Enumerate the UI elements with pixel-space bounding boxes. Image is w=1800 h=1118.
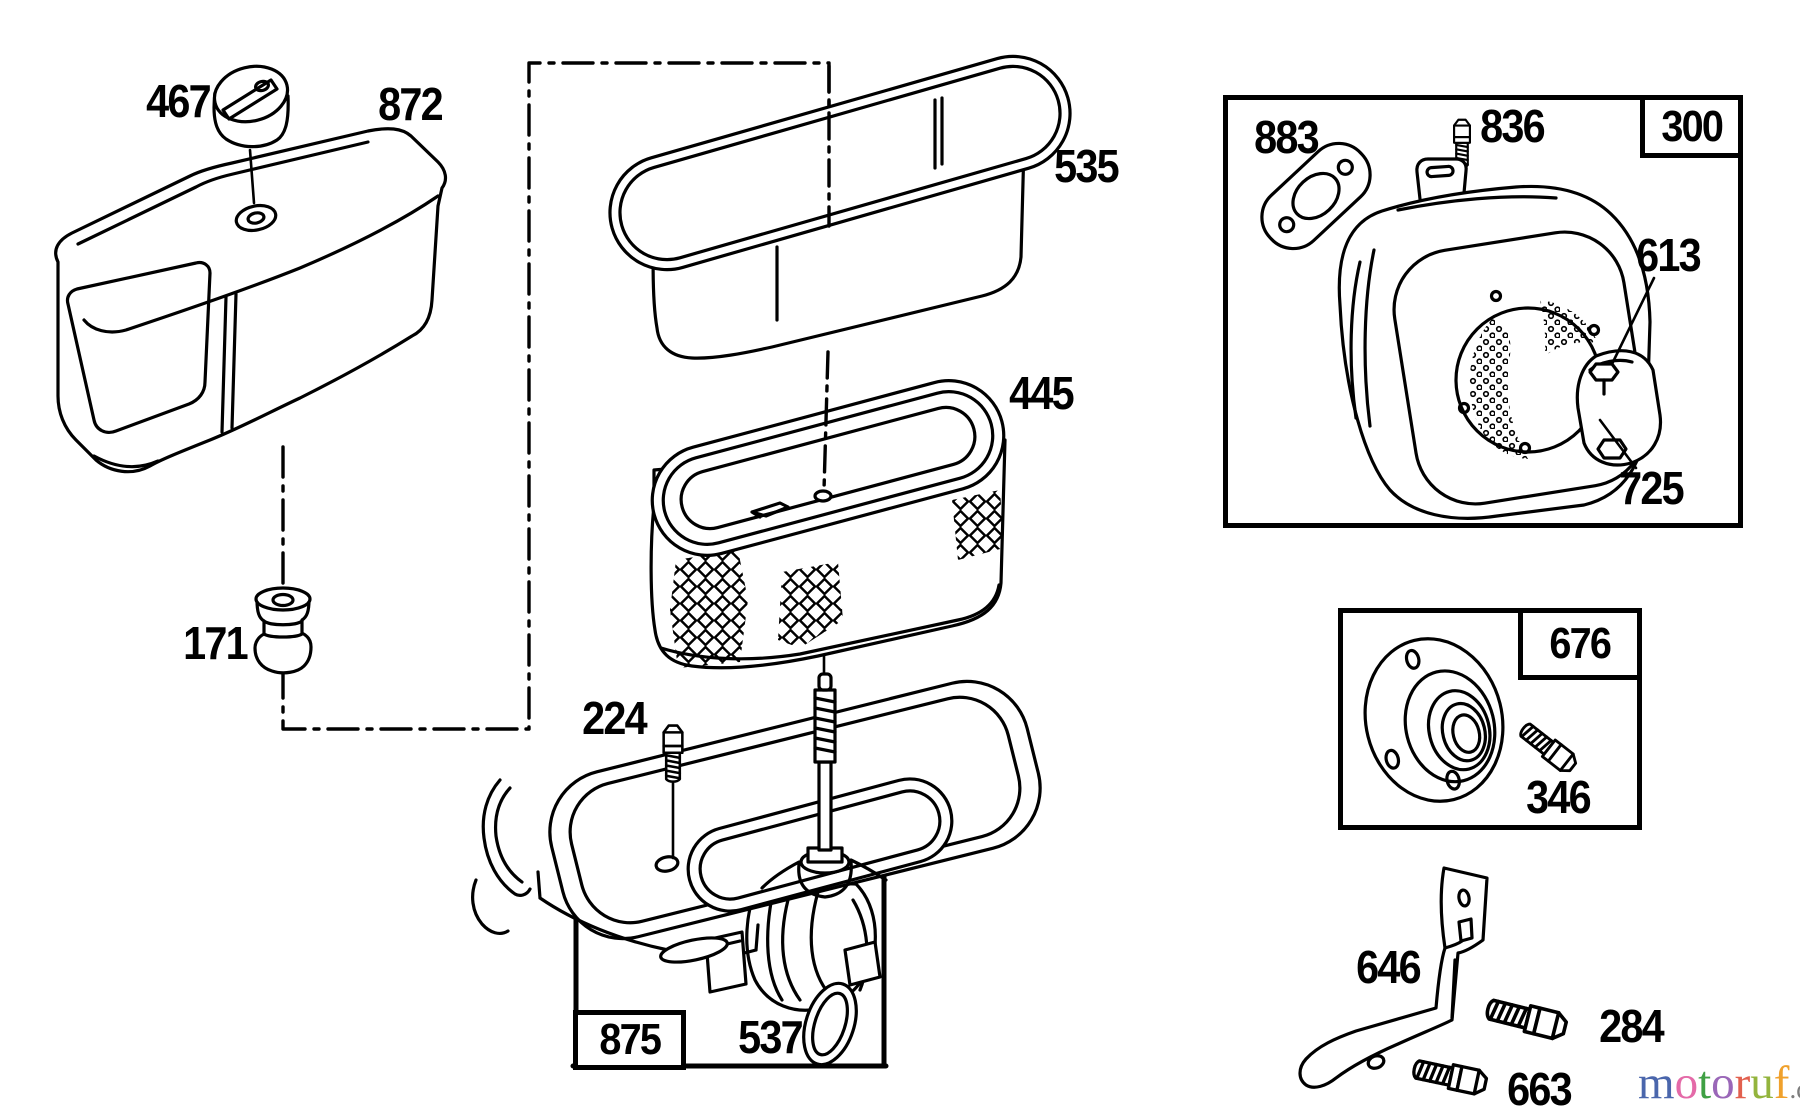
part-ref-box-875: 875 — [573, 1010, 686, 1070]
gasket-883 — [1260, 141, 1372, 251]
detail-frame-muffler — [1223, 95, 1743, 528]
part-label-535: 535 — [1054, 140, 1119, 192]
motoruf-logo: motoruf.de — [1638, 1060, 1800, 1107]
part-label-346: 346 — [1526, 771, 1591, 823]
part-label-663: 663 — [1507, 1063, 1572, 1115]
part-label-467: 467 — [146, 75, 211, 127]
screw-224 — [662, 724, 684, 860]
grommet-171 — [253, 586, 313, 675]
part-label-300: 300 — [1661, 101, 1723, 151]
air-filter-445 — [649, 379, 1007, 670]
part-label-725: 725 — [1619, 462, 1684, 514]
part-label-537: 537 — [738, 1011, 803, 1063]
part-ref-box-300: 300 — [1640, 95, 1743, 158]
fuel-tank-872 — [54, 127, 448, 474]
part-label-613: 613 — [1636, 229, 1701, 281]
logo-letter: o — [1674, 1057, 1699, 1109]
leader-613 — [1610, 276, 1656, 366]
part-ref-box-676: 676 — [1518, 608, 1642, 680]
logo-domain-suffix: .de — [1789, 1074, 1800, 1104]
part-label-445: 445 — [1009, 367, 1074, 419]
deflector-725 — [1575, 349, 1663, 467]
screw-284 — [1482, 994, 1570, 1043]
part-label-872: 872 — [378, 78, 443, 130]
part-label-836: 836 — [1480, 100, 1545, 152]
logo-letter: m — [1638, 1057, 1675, 1109]
flange-676 — [1363, 637, 1505, 803]
air-cleaner-band-535 — [608, 54, 1072, 360]
part-label-284: 284 — [1599, 1000, 1664, 1052]
logo-letter: r — [1734, 1057, 1751, 1109]
logo-letter: u — [1750, 1057, 1774, 1109]
part-label-224: 224 — [582, 692, 647, 744]
part-label-676: 676 — [1549, 619, 1612, 668]
flange-group-676 — [1363, 637, 1581, 803]
fuel-cap-467 — [212, 64, 290, 149]
leader-725 — [1598, 418, 1638, 470]
muffler-group-300 — [1260, 118, 1663, 520]
gasket-537 — [802, 981, 858, 1067]
logo-letter: f — [1773, 1057, 1790, 1109]
part-label-875: 875 — [599, 1015, 661, 1064]
part-label-171: 171 — [183, 617, 248, 669]
part-label-646: 646 — [1356, 941, 1421, 993]
centerline-to-filter — [822, 350, 830, 492]
logo-letter: t — [1698, 1057, 1712, 1109]
logo-letter: o — [1711, 1057, 1735, 1109]
detail-frame-flange — [1338, 608, 1642, 830]
part-label-883: 883 — [1254, 111, 1319, 163]
air-cleaner-base-875 — [471, 672, 1042, 1012]
screw-663 — [1410, 1055, 1490, 1098]
bracket-646 — [1298, 866, 1489, 1089]
